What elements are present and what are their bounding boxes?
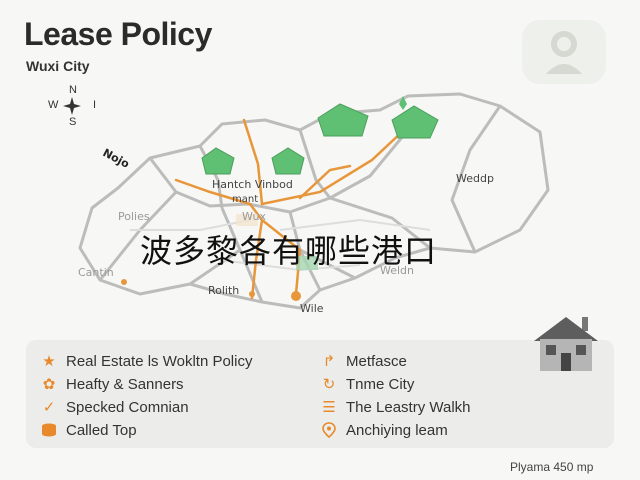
compass-west: W — [48, 99, 59, 111]
legend-item: Called Top — [40, 421, 137, 439]
legend-label: Metfasce — [346, 352, 407, 370]
gear-icon: ✿ — [42, 376, 56, 393]
legend-item: ☰ The Leastry Walkh — [320, 398, 471, 417]
star-icon: ★ — [42, 353, 56, 370]
pin-icon — [320, 421, 338, 439]
overlay-text: 波多黎各有哪些港口 — [140, 232, 438, 270]
legend-label: Anchiying leam — [346, 421, 448, 439]
label-mant: mant — [232, 194, 259, 205]
legend-item: ✓ Specked Comnian — [40, 398, 189, 417]
label-cantin: Cantin — [78, 266, 114, 279]
list-icon: ☰ — [322, 399, 336, 416]
cylinder-icon — [40, 421, 58, 439]
avatar[interactable] — [522, 20, 606, 84]
legend-item: ✿ Heafty & Sanners — [40, 375, 184, 394]
compass-star-icon — [63, 97, 81, 115]
compass-north: N — [69, 84, 77, 96]
page-title: Lease Policy — [24, 16, 212, 52]
page-subtitle: Wuxi City — [26, 58, 90, 74]
refresh-icon: ↻ — [322, 376, 336, 393]
legend-panel: ★ Real Estate ls Wokltn Policy ✿ Heafty … — [26, 340, 614, 448]
map-outline — [78, 92, 550, 310]
legend-label: The Leastry Walkh — [346, 398, 471, 416]
legend-item: Anchiying leam — [320, 421, 448, 439]
check-icon: ✓ — [42, 399, 56, 416]
label-hantch: Hantch Vinbod — [212, 178, 293, 191]
label-polies: Polies — [118, 210, 150, 223]
user-icon — [546, 31, 582, 74]
compass-south: S — [69, 116, 77, 128]
legend-label: Called Top — [66, 421, 137, 439]
house-icon — [534, 317, 598, 371]
label-wile: Wile — [300, 302, 324, 315]
hook-icon: ↱ — [322, 353, 336, 370]
legend-item: ↱ Metfasce — [320, 352, 407, 371]
legend-label: Tnme City — [346, 375, 415, 393]
scale-footer: Plyama 450 mp — [510, 460, 594, 474]
district-map[interactable]: Nojo Polies Cantin Hantch Vinbod mant Wu… — [0, 80, 640, 330]
compass-east: I — [93, 99, 97, 111]
label-rolith: Rolith — [208, 284, 240, 297]
legend-label: Specked Comnian — [66, 398, 189, 416]
compass-rose: N W I S — [44, 84, 96, 134]
legend-label: Real Estate ls Wokltn Policy — [66, 352, 253, 370]
label-weldn: Weldn — [380, 264, 415, 277]
legend-label: Heafty & Sanners — [66, 375, 184, 393]
legend-item: ↻ Tnme City — [320, 375, 415, 394]
legend-item: ★ Real Estate ls Wokltn Policy — [40, 352, 253, 371]
label-weddp: Weddp — [456, 172, 494, 185]
label-wuxi: Wux — [242, 210, 266, 223]
